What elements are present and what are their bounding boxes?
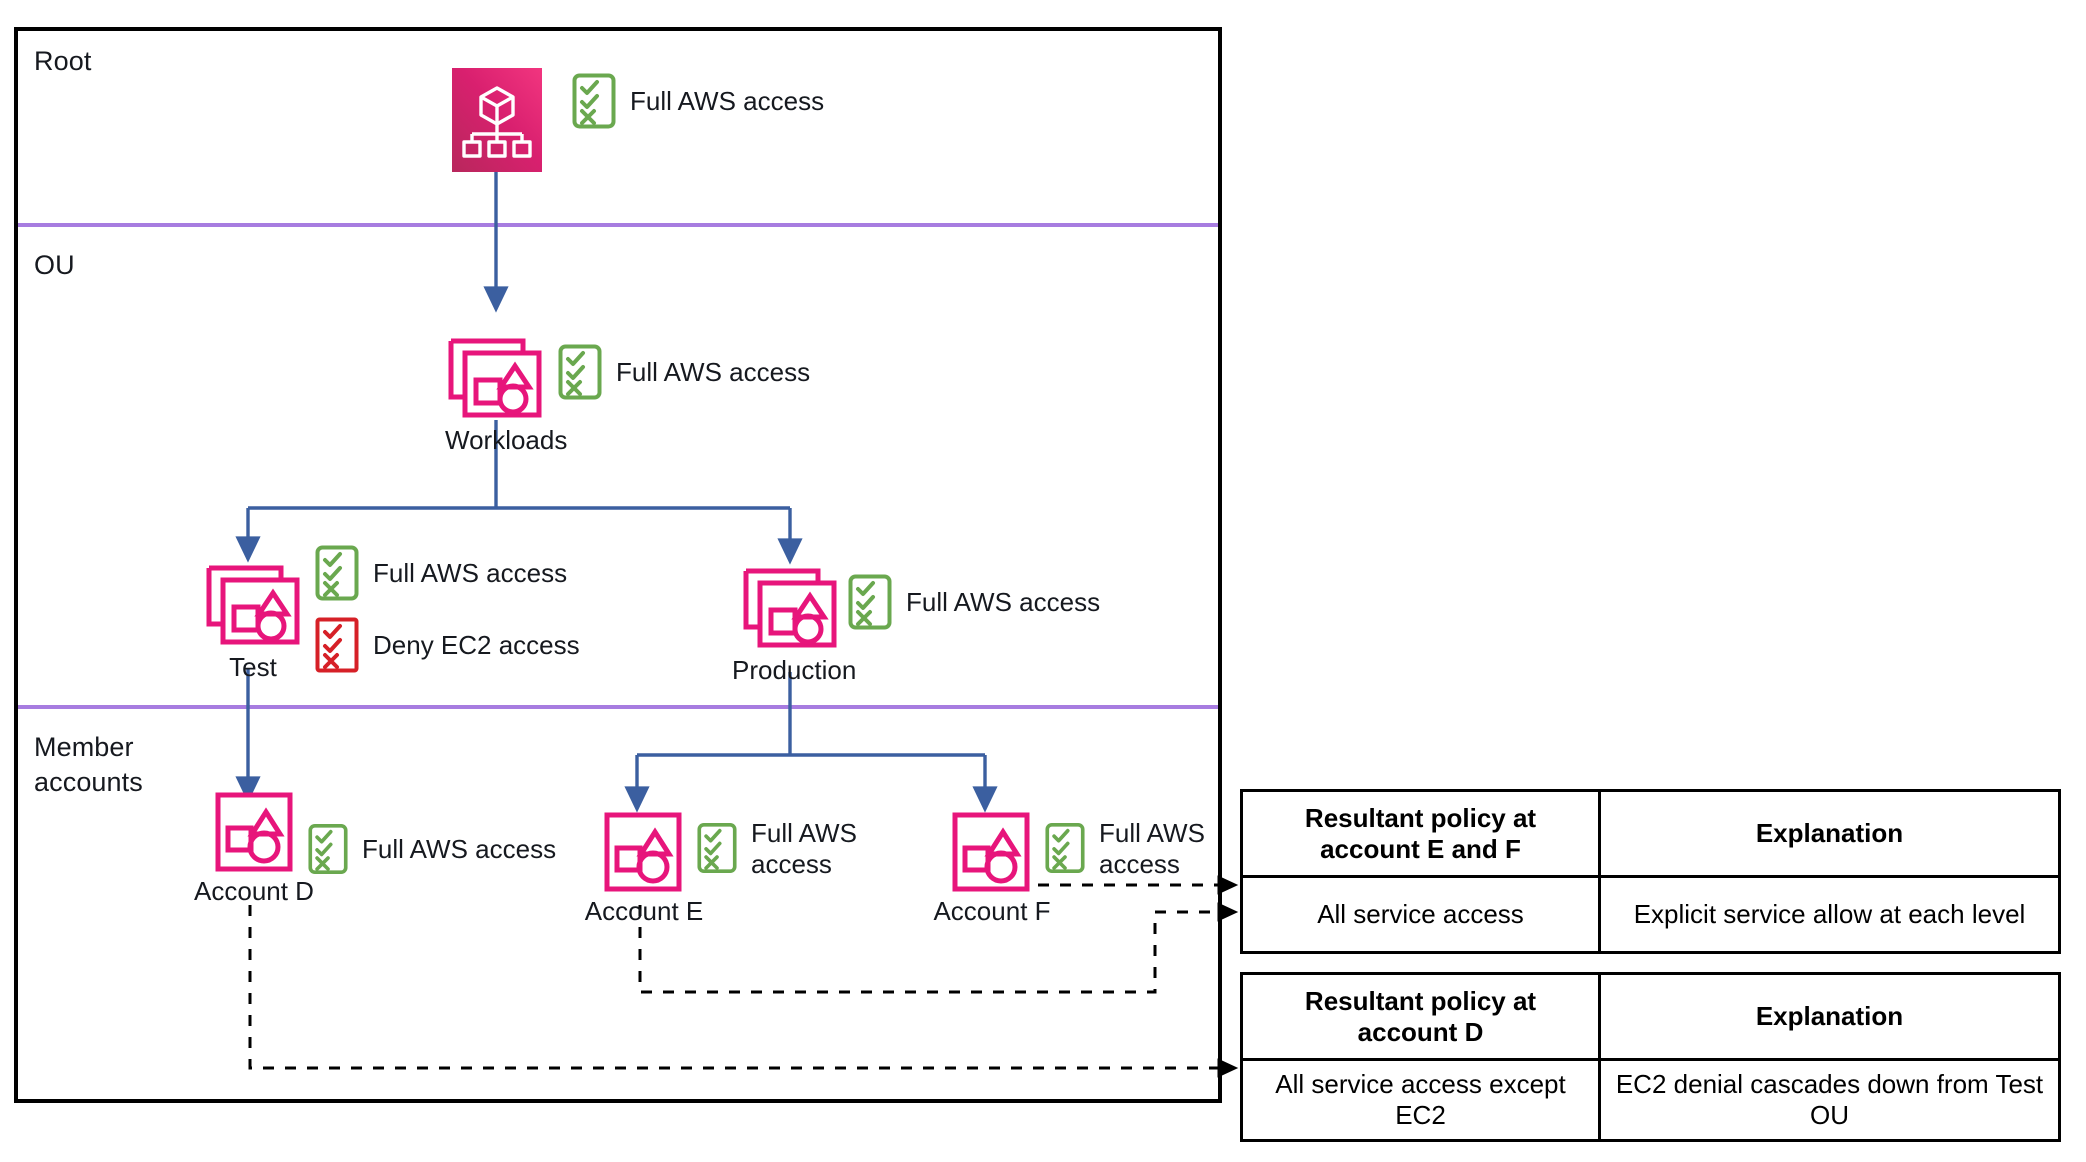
allow-policy-icon — [308, 824, 348, 874]
policy-account-f-allow[interactable]: Full AWS access — [1045, 818, 1205, 879]
node-caption: Test — [229, 652, 277, 682]
aws-account-icon — [215, 792, 293, 872]
allow-policy-icon — [1045, 823, 1085, 873]
allow-policy-icon — [697, 823, 737, 873]
organization-structure-frame — [14, 27, 1222, 1103]
aws-account-icon — [952, 812, 1030, 892]
deny-policy-icon — [315, 617, 359, 673]
lane-label-ou: OU — [34, 250, 75, 280]
node-ou-production[interactable]: Production — [732, 555, 856, 685]
policy-account-d-allow[interactable]: Full AWS access — [308, 823, 556, 875]
table-header-cell: Explanation — [1598, 789, 2061, 878]
lane-divider-root-ou — [18, 223, 1218, 227]
policy-label: Full AWS access — [906, 586, 1101, 617]
aws-organizations-icon — [452, 68, 542, 172]
organizational-unit-icon — [743, 568, 837, 648]
table-row: All service access Explicit service allo… — [1240, 875, 2061, 954]
policy-root-allow[interactable]: Full AWS access — [572, 73, 824, 129]
table-cell-resultant-policy: All service access except EC2 — [1240, 1058, 1601, 1142]
policy-label: Full AWS access — [630, 85, 825, 116]
policy-account-e-allow[interactable]: Full AWS access — [697, 818, 857, 879]
table-cell-resultant-policy: All service access — [1240, 875, 1601, 954]
node-caption: Production — [732, 655, 857, 685]
node-ou-test[interactable]: Test — [205, 552, 303, 682]
lane-label-member-accounts: Member accounts — [34, 732, 143, 797]
node-caption: Account D — [194, 876, 314, 906]
node-account-f[interactable]: Account F — [933, 812, 1051, 926]
policy-production-allow[interactable]: Full AWS access — [848, 574, 1100, 630]
policy-label: Full AWS access — [362, 833, 557, 864]
node-account-d[interactable]: Account D — [194, 792, 314, 906]
organizational-unit-icon — [448, 338, 542, 418]
policy-label: Full AWS access — [751, 818, 857, 879]
policy-label: Full AWS access — [1099, 818, 1205, 879]
policy-workloads-allow[interactable]: Full AWS access — [558, 344, 810, 400]
node-organization-root[interactable] — [452, 68, 542, 177]
allow-policy-icon — [572, 73, 616, 129]
aws-account-icon — [604, 812, 682, 892]
allow-policy-icon — [848, 574, 892, 630]
organizational-unit-icon — [206, 565, 300, 645]
lane-label-root: Root — [34, 46, 92, 76]
allow-policy-icon — [558, 344, 602, 400]
table-header-cell: Resultant policy at account E and F — [1240, 789, 1601, 878]
table-cell-explanation: Explicit service allow at each level — [1598, 875, 2061, 954]
policy-label: Full AWS access — [616, 356, 811, 387]
table-header-row: Resultant policy at account D Explanatio… — [1240, 972, 2061, 1061]
resultant-policy-table-d: Resultant policy at account D Explanatio… — [1240, 972, 2061, 1142]
lane-divider-ou-member — [18, 705, 1218, 709]
node-ou-workloads[interactable]: Workloads — [445, 325, 567, 455]
node-caption: Workloads — [445, 425, 568, 455]
table-row: All service access except EC2 EC2 denial… — [1240, 1058, 2061, 1142]
node-caption: Account F — [933, 896, 1051, 926]
policy-test-deny[interactable]: Deny EC2 access — [315, 617, 580, 673]
policy-label: Deny EC2 access — [373, 629, 580, 660]
table-header-cell: Explanation — [1598, 972, 2061, 1061]
resultant-policy-table-ef: Resultant policy at account E and F Expl… — [1240, 789, 2061, 954]
table-cell-explanation: EC2 denial cascades down from Test OU — [1598, 1058, 2061, 1142]
node-account-e[interactable]: Account E — [585, 812, 703, 926]
policy-test-allow[interactable]: Full AWS access — [315, 545, 567, 601]
allow-policy-icon — [315, 545, 359, 601]
table-header-cell: Resultant policy at account D — [1240, 972, 1601, 1061]
node-caption: Account E — [584, 896, 704, 926]
policy-label: Full AWS access — [373, 557, 568, 588]
table-header-row: Resultant policy at account E and F Expl… — [1240, 789, 2061, 878]
